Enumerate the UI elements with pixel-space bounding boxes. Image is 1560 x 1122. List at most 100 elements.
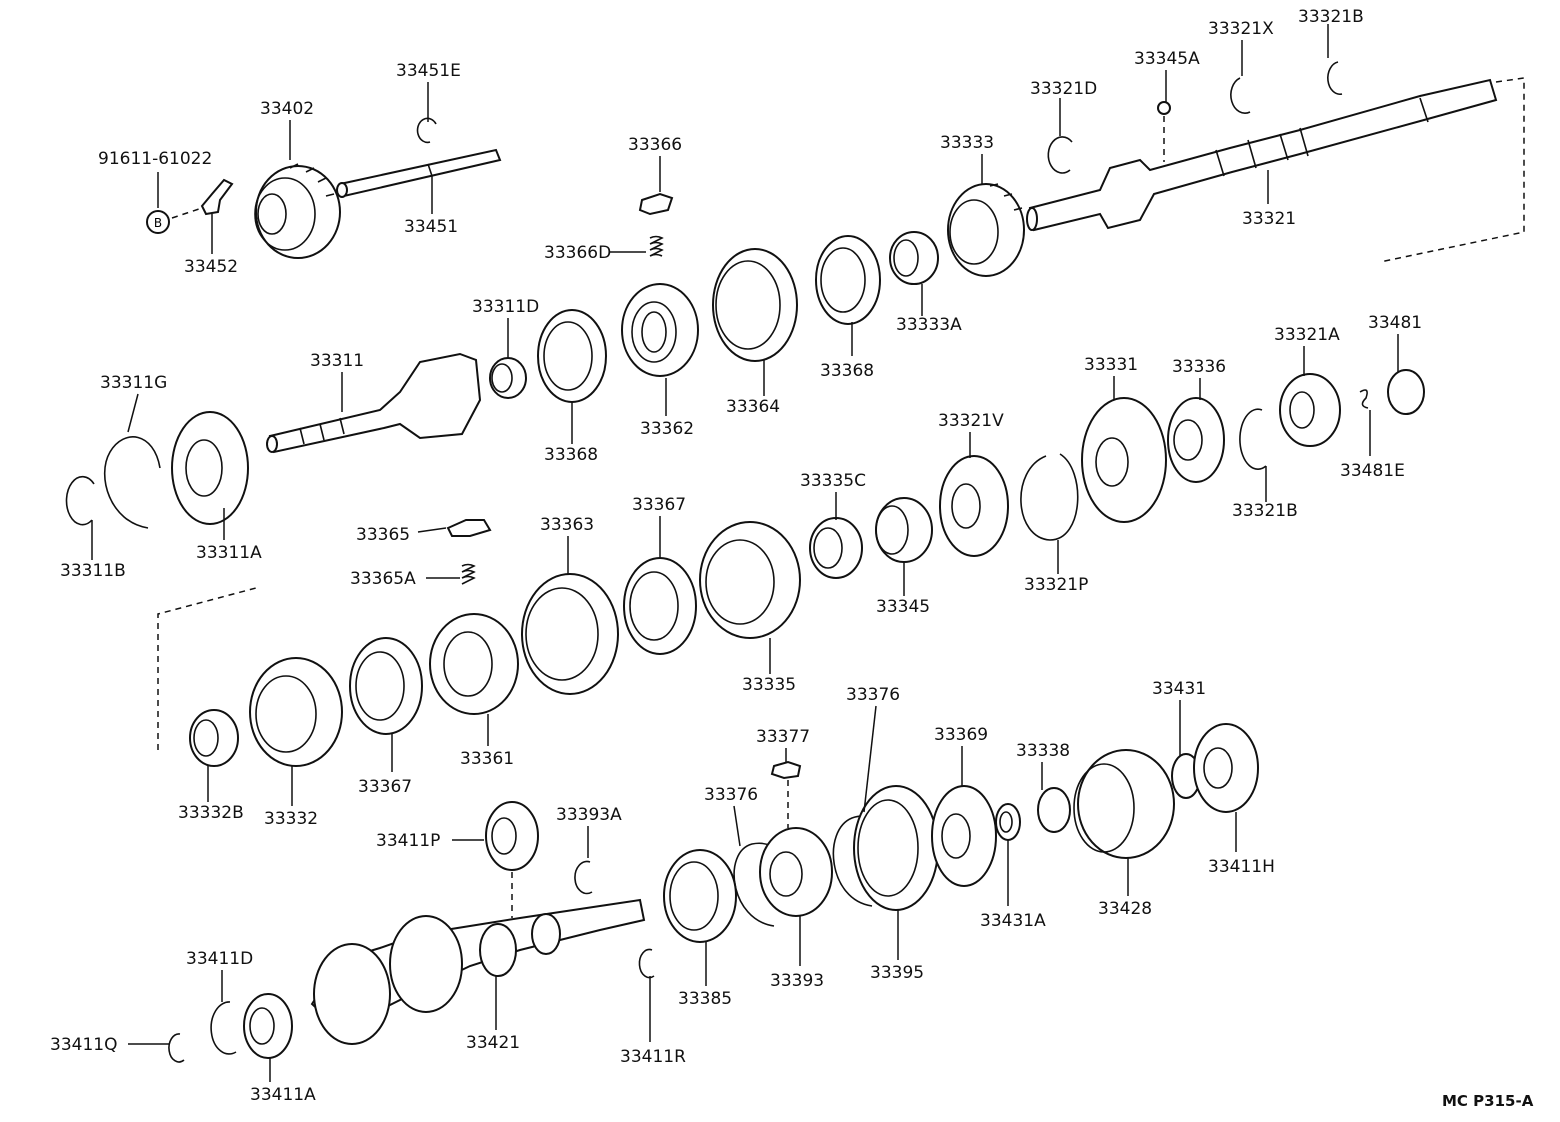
spring-33365A[interactable] bbox=[461, 563, 476, 585]
synchro-ring-33367-a[interactable] bbox=[623, 557, 697, 655]
sleeve-33364[interactable] bbox=[712, 248, 798, 362]
snap-ring-33311B[interactable] bbox=[65, 475, 95, 526]
reverse-gear-33428[interactable] bbox=[1073, 749, 1175, 859]
label-33321P: 33321P bbox=[1024, 575, 1088, 595]
label-33411Q: 33411Q bbox=[50, 1035, 117, 1055]
output-shaft-33321[interactable] bbox=[1026, 78, 1498, 232]
shaft-33451[interactable] bbox=[336, 148, 502, 198]
label-33452: 33452 bbox=[184, 257, 238, 277]
snap-ring-33451E[interactable] bbox=[416, 117, 437, 144]
label-33385: 33385 bbox=[678, 989, 732, 1009]
needle-bearing-33333A[interactable] bbox=[889, 231, 939, 285]
sleeve-33363[interactable] bbox=[521, 573, 619, 695]
hub-33393[interactable] bbox=[759, 827, 833, 917]
synchro-ring-33385[interactable] bbox=[663, 849, 737, 943]
shifting-key-33365[interactable] bbox=[446, 519, 492, 537]
label-33311B: 33311B bbox=[60, 561, 126, 581]
label-33411D: 33411D bbox=[186, 949, 253, 969]
label-33311D: 33311D bbox=[472, 297, 539, 317]
label-33321: 33321 bbox=[1242, 209, 1296, 229]
label-33368-a: 33368 bbox=[820, 361, 874, 381]
label-33333A: 33333A bbox=[896, 315, 962, 335]
ring-33321P[interactable] bbox=[1020, 453, 1079, 541]
speedometer-gear-33481[interactable] bbox=[1387, 369, 1425, 415]
ball-33345A[interactable] bbox=[1157, 101, 1171, 115]
hub-33361[interactable] bbox=[429, 613, 519, 715]
label-33411P: 33411P bbox=[376, 831, 440, 851]
label-33321V: 33321V bbox=[938, 411, 1004, 431]
label-33321B-mid: 33321B bbox=[1232, 501, 1298, 521]
label-33332B: 33332B bbox=[178, 803, 244, 823]
synchro-ring-33367-b[interactable] bbox=[349, 637, 423, 735]
bearing-33411H[interactable] bbox=[1193, 723, 1259, 813]
label-33345: 33345 bbox=[876, 597, 930, 617]
synchro-ring-33368-a[interactable] bbox=[815, 235, 881, 325]
gear-33333[interactable] bbox=[947, 183, 1025, 277]
label-33431: 33431 bbox=[1152, 679, 1206, 699]
snap-ring-33321X[interactable] bbox=[1230, 77, 1251, 114]
gear-33331[interactable] bbox=[1081, 397, 1167, 523]
snap-ring-33393A[interactable] bbox=[574, 860, 593, 895]
lock-plate-33452[interactable] bbox=[200, 178, 234, 216]
bearing-33321A[interactable] bbox=[1279, 373, 1341, 447]
bushing-33345[interactable] bbox=[875, 497, 933, 563]
needle-bearing-33332B[interactable] bbox=[189, 709, 239, 767]
bolt-91611-61022[interactable]: B bbox=[146, 210, 170, 234]
label-33365: 33365 bbox=[356, 525, 410, 545]
input-shaft-33311[interactable] bbox=[266, 352, 482, 454]
label-33335C: 33335C bbox=[800, 471, 866, 491]
countershaft-33421[interactable] bbox=[310, 898, 646, 1045]
synchro-ring-33368-b[interactable] bbox=[537, 309, 607, 403]
label-33336: 33336 bbox=[1172, 357, 1226, 377]
svg-text:B: B bbox=[154, 216, 162, 230]
label-33364: 33364 bbox=[726, 397, 780, 417]
gear-33338[interactable] bbox=[1037, 787, 1071, 833]
label-33411H: 33411H bbox=[1208, 857, 1275, 877]
bearing-33411A[interactable] bbox=[243, 993, 293, 1059]
label-33402: 33402 bbox=[260, 99, 314, 119]
bearing-33311A[interactable] bbox=[171, 411, 249, 525]
needle-bearing-33311D[interactable] bbox=[489, 357, 527, 399]
label-33321D: 33321D bbox=[1030, 79, 1097, 99]
label-33366: 33366 bbox=[628, 135, 682, 155]
snap-ring-33321B-mid[interactable] bbox=[1239, 408, 1267, 470]
label-33311G: 33311G bbox=[100, 373, 167, 393]
retainer-ring-33311G[interactable] bbox=[103, 436, 161, 529]
label-33345A: 33345A bbox=[1134, 49, 1200, 69]
gear-33402[interactable] bbox=[254, 163, 341, 259]
gear-33369[interactable] bbox=[931, 785, 997, 887]
gear-33335[interactable] bbox=[699, 521, 801, 639]
snap-ring-33321D[interactable] bbox=[1047, 136, 1073, 174]
label-33369: 33369 bbox=[934, 725, 988, 745]
label-33362: 33362 bbox=[640, 419, 694, 439]
shifting-key-33366[interactable] bbox=[638, 192, 674, 216]
snap-ring-33321B-top[interactable] bbox=[1327, 61, 1343, 96]
label-33311: 33311 bbox=[310, 351, 364, 371]
gear-33332[interactable] bbox=[249, 657, 343, 767]
clip-33481E[interactable] bbox=[1359, 389, 1369, 409]
spring-33366D[interactable] bbox=[649, 235, 664, 257]
label-33451E: 33451E bbox=[396, 61, 461, 81]
snap-ring-33411D[interactable] bbox=[210, 1001, 237, 1055]
label-33333: 33333 bbox=[940, 133, 994, 153]
label-33338: 33338 bbox=[1016, 741, 1070, 761]
hub-33362[interactable] bbox=[621, 283, 699, 377]
label-33395: 33395 bbox=[870, 963, 924, 983]
bearing-33411P[interactable] bbox=[485, 801, 539, 871]
snap-ring-33411Q[interactable] bbox=[168, 1033, 185, 1063]
bearing-33321V[interactable] bbox=[939, 455, 1009, 557]
snap-ring-33411R[interactable] bbox=[638, 948, 655, 979]
label-33311A: 33311A bbox=[196, 543, 262, 563]
label-33367-b: 33367 bbox=[358, 777, 412, 797]
gear-33336[interactable] bbox=[1167, 397, 1225, 483]
washer-33431A[interactable] bbox=[995, 803, 1021, 841]
label-33393: 33393 bbox=[770, 971, 824, 991]
label-33365A: 33365A bbox=[350, 569, 416, 589]
sleeve-33395[interactable] bbox=[853, 785, 939, 911]
shifting-key-33377[interactable] bbox=[770, 760, 802, 780]
label-33481E: 33481E bbox=[1340, 461, 1405, 481]
needle-bearing-33335C[interactable] bbox=[809, 517, 863, 579]
label-33481: 33481 bbox=[1368, 313, 1422, 333]
label-33376-a: 33376 bbox=[846, 685, 900, 705]
